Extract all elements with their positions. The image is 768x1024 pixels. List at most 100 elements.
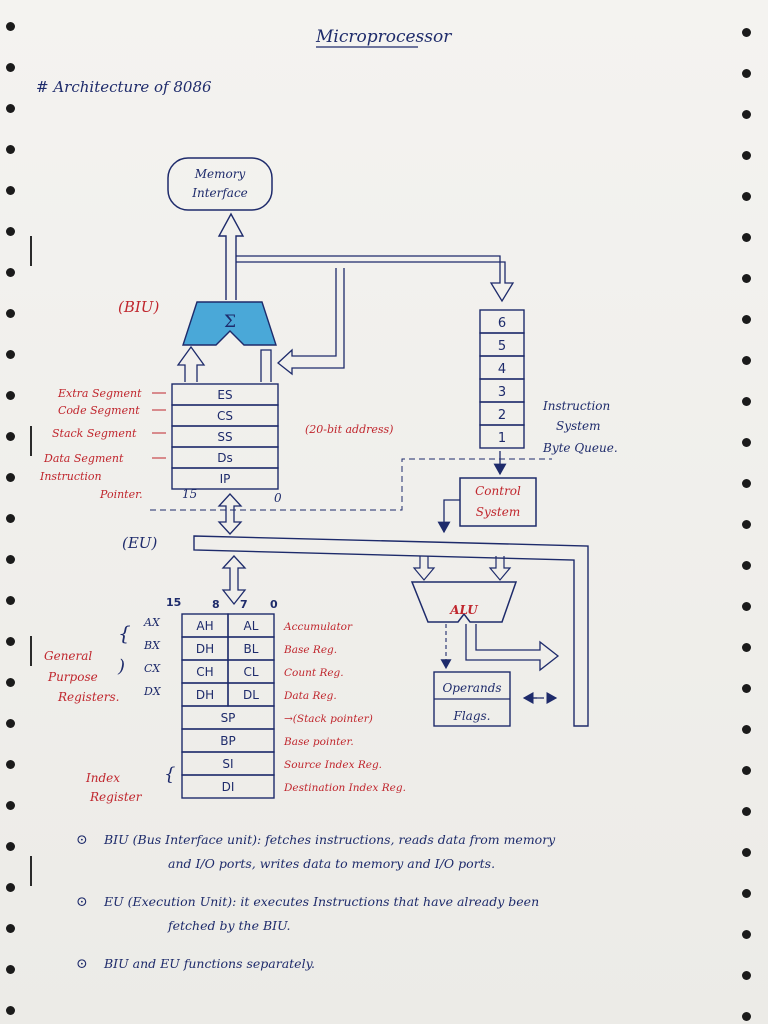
binder-hole (742, 151, 751, 160)
reg-bit-7: 7 (240, 598, 248, 611)
arrow-to-memory (217, 212, 245, 300)
alu-block (410, 581, 518, 623)
segment-name: Pointer. (99, 488, 143, 501)
segment-register-cell (171, 467, 279, 490)
gp-group-line3: Registers. (57, 690, 119, 704)
gp-register-low-label: DL (243, 688, 259, 702)
binder-hole (6, 1006, 15, 1015)
binder-hole (742, 69, 751, 78)
binder-hole (742, 315, 751, 324)
index-label-line1: Index (85, 771, 120, 785)
operands-label: Operands (442, 681, 501, 695)
index-brace: { (164, 764, 175, 785)
queue-slot-number: 5 (498, 339, 506, 354)
margin-mark (30, 426, 32, 456)
binder-hole (6, 678, 15, 687)
memory-interface-box (167, 157, 273, 211)
register-description: Accumulator (283, 621, 353, 633)
binder-hole (6, 22, 15, 31)
gp-register-low-label: AL (244, 619, 259, 633)
eu-label: (EU) (122, 534, 157, 552)
segment-name: Extra Segment (57, 387, 142, 400)
note-line: BIU (Bus Interface unit): fetches instru… (103, 832, 556, 847)
segment-name: Data Segment (43, 452, 124, 465)
binder-hole (6, 965, 15, 974)
pointer-register-cell (181, 774, 275, 799)
gp-brace-bottom: ) (117, 656, 125, 677)
queue-slot (479, 424, 525, 449)
register-description: Source Index Reg. (284, 759, 382, 771)
binder-hole (742, 725, 751, 734)
note-bullet: ⊙ (76, 832, 88, 848)
gp-register-name: DX (143, 685, 162, 698)
bus-alu-arrow-a (412, 556, 436, 581)
binder-hole (742, 561, 751, 570)
binder-hole (6, 391, 15, 400)
gp-group-line2: Purpose (47, 670, 98, 684)
binder-hole (742, 28, 751, 37)
register-description: Destination Index Reg. (283, 782, 406, 794)
binder-hole (6, 842, 15, 851)
register-description: Base Reg. (283, 644, 337, 656)
segment-name: Stack Segment (52, 427, 137, 440)
gp-register-low-label: CL (243, 665, 258, 679)
bus-alu-arrow-b (488, 556, 512, 581)
bus-to-adder (277, 268, 345, 376)
gp-register-high-label: CH (196, 665, 213, 679)
binder-hole (742, 807, 751, 816)
note-bullet: ⊙ (76, 956, 88, 972)
bus-to-queue (236, 255, 515, 303)
page-title: Microprocessor (315, 27, 452, 47)
margin-mark (30, 636, 32, 666)
binder-hole (6, 514, 15, 523)
register-description: Base pointer. (283, 736, 354, 748)
pointer-register-label: BP (220, 734, 235, 748)
binder-hole (742, 643, 751, 652)
gp-register-name: AX (143, 616, 161, 629)
binder-hole (6, 760, 15, 769)
gp-group-line1: General (44, 649, 92, 663)
pointer-register-label: SI (222, 757, 233, 771)
segment-name: Code Segment (58, 404, 140, 417)
alu-label: ALU (449, 603, 479, 617)
sigma-symbol: Σ (224, 312, 236, 332)
notes-list: ⊙ BIU (Bus Interface unit): fetches instr… (76, 832, 556, 972)
biu-label: (BIU) (118, 298, 159, 316)
register-description: →(Stack pointer) (284, 713, 373, 725)
binder-hole (6, 924, 15, 933)
note-line: EU (Execution Unit): it executes Instruc… (103, 894, 539, 909)
binder-hole (6, 104, 15, 113)
alu-output-arrow (465, 624, 560, 672)
binder-hole (6, 801, 15, 810)
binder-hole (742, 848, 751, 857)
margin-mark (30, 856, 32, 886)
note-line: BIU and EU functions separately. (103, 956, 315, 971)
arrow-control-to-bus (437, 499, 460, 534)
queue-slot-number: 6 (498, 316, 506, 331)
segment-register-label: CS (217, 409, 233, 423)
binder-hole (742, 192, 751, 201)
arrow-ip-to-adder (260, 349, 272, 382)
binder-hole (742, 479, 751, 488)
binder-hole (6, 719, 15, 728)
note-line: and I/O ports, writes data to memory and… (168, 856, 495, 871)
queue-slot-number: 2 (498, 408, 506, 423)
binder-hole (6, 350, 15, 359)
address-note: (20-bit address) (305, 423, 393, 436)
binder-hole (742, 930, 751, 939)
biu-eu-boundary (150, 458, 552, 511)
binder-hole (6, 63, 15, 72)
segment-bit-high: 15 (182, 487, 197, 501)
gp-register-name: BX (143, 639, 161, 652)
control-system-line1: Control (475, 484, 521, 498)
binder-hole (6, 596, 15, 605)
binder-hole (742, 438, 751, 447)
binder-hole (6, 309, 15, 318)
